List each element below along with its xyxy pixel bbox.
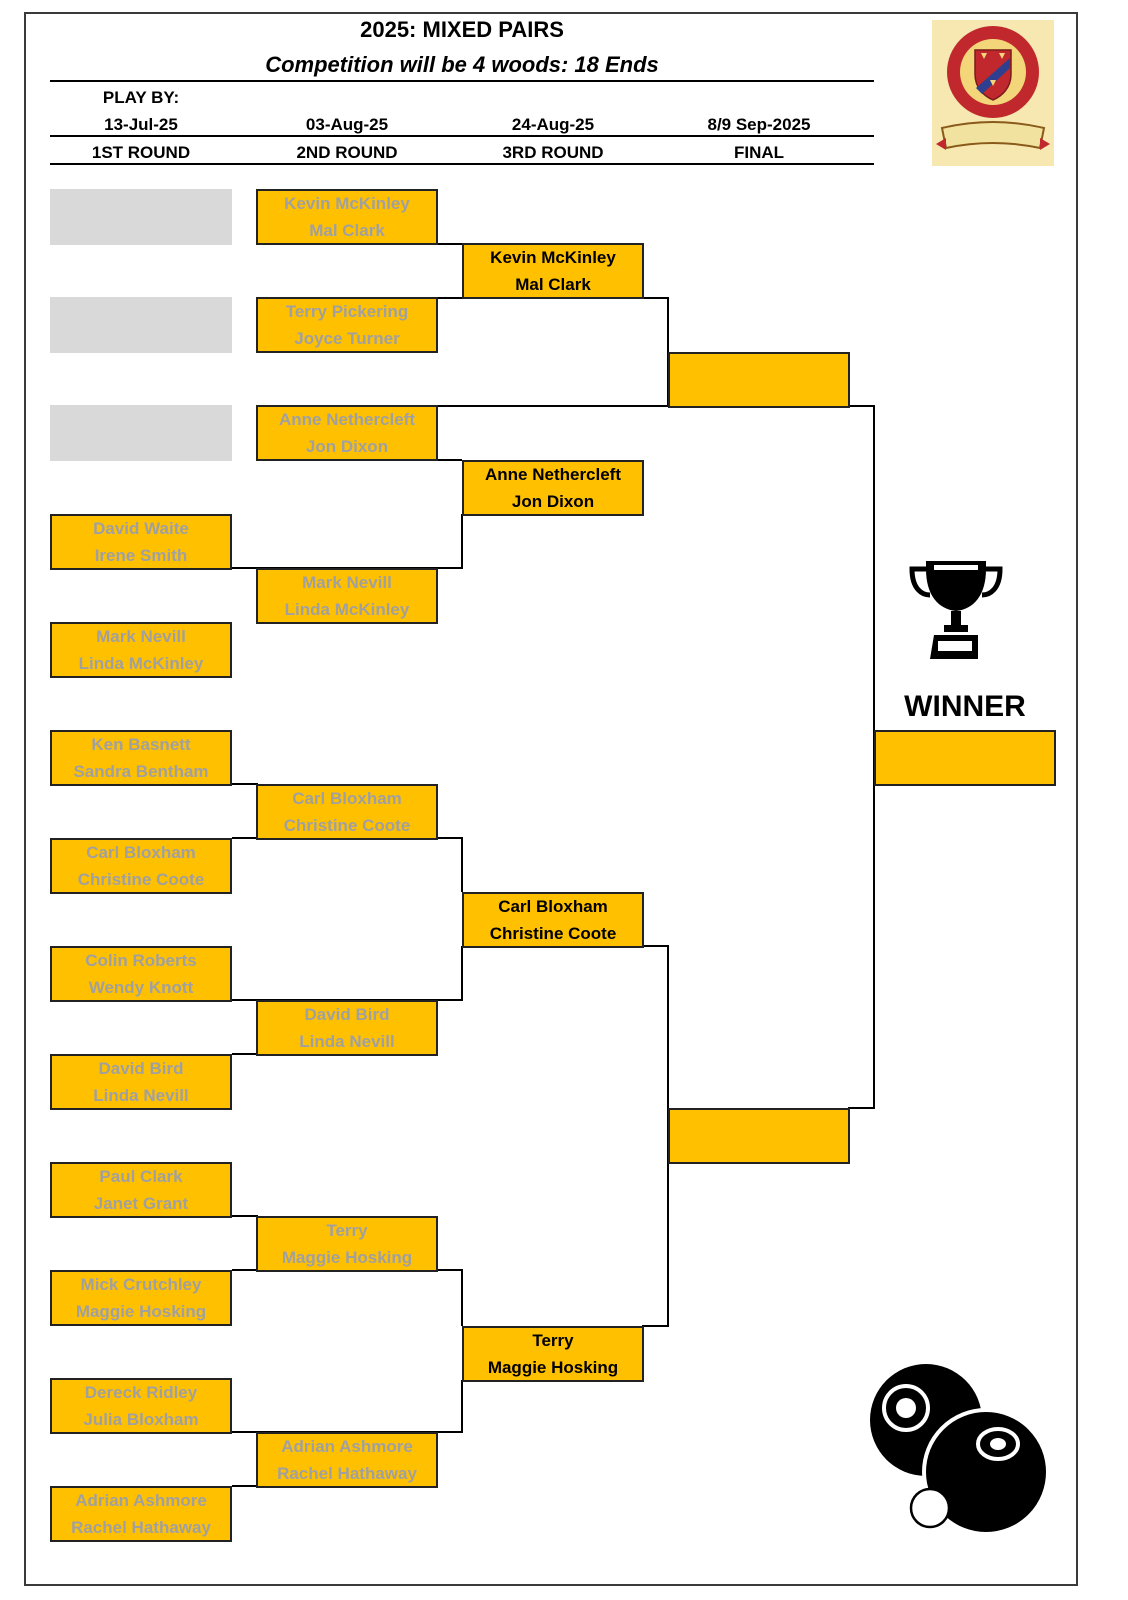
final-match-box — [668, 352, 850, 408]
player-name: Maggie Hosking — [75, 1302, 207, 1321]
player-name: Ken Basnett — [91, 735, 191, 754]
player-name: Maggie Hosking — [281, 1248, 413, 1267]
final-date: 8/9 Sep-2025 — [707, 115, 811, 134]
player-name: Christine Coote — [77, 870, 205, 889]
player-name: Linda Nevill — [93, 1086, 189, 1105]
round1-date: 13-Jul-25 — [104, 115, 178, 134]
header-rule-mid — [50, 135, 874, 137]
player-name: Anne Nethercleft — [278, 410, 416, 429]
round1-slot-bye — [50, 405, 232, 461]
page-subtitle: Competition will be 4 woods: 18 Ends — [265, 52, 659, 77]
player-name: Terry Pickering — [285, 302, 409, 321]
player-name: Terry — [532, 1331, 574, 1350]
player-name: Linda Nevill — [299, 1032, 395, 1051]
player-name: Julia Bloxham — [83, 1410, 199, 1429]
player-name: Terry — [326, 1221, 368, 1240]
round3-name: 3RD ROUND — [502, 143, 604, 162]
trophy-icon — [909, 561, 1003, 659]
player-name: Kevin McKinley — [284, 194, 410, 213]
header-rule-bottom — [50, 163, 874, 165]
connector — [232, 837, 463, 892]
player-name: Carl Bloxham — [292, 789, 402, 808]
player-name: Mark Nevill — [96, 627, 186, 646]
player-name: Christine Coote — [283, 816, 411, 835]
round3-date: 24-Aug-25 — [511, 115, 595, 134]
connector — [232, 514, 463, 569]
player-name: Mal Clark — [515, 275, 591, 294]
round2-date: 03-Aug-25 — [305, 115, 389, 134]
connector — [232, 1380, 463, 1433]
player-name: Anne Nethercleft — [484, 465, 622, 484]
connector — [232, 1269, 463, 1326]
final-match-box — [668, 1108, 850, 1164]
player-name: Mark Nevill — [302, 573, 392, 592]
connector — [642, 945, 669, 1327]
player-name: Irene Smith — [94, 546, 188, 565]
connector — [848, 405, 875, 1109]
player-name: Linda McKinley — [78, 654, 204, 673]
player-name: David Bird — [98, 1059, 184, 1078]
round2-name: 2ND ROUND — [296, 143, 398, 162]
player-name: Mick Crutchley — [80, 1275, 202, 1294]
player-name: Carl Bloxham — [86, 843, 196, 862]
winner-label: WINNER — [904, 690, 1026, 723]
player-name: Janet Grant — [93, 1194, 189, 1213]
player-name: Dereck Ridley — [84, 1383, 198, 1402]
player-name: Christine Coote — [489, 924, 617, 943]
page-title: 2025: MIXED PAIRS — [360, 17, 564, 42]
player-name: Mal Clark — [309, 221, 385, 240]
connector — [436, 297, 669, 406]
winner-box — [874, 730, 1056, 786]
player-name: David Waite — [93, 519, 189, 538]
play-by-label: PLAY BY: — [102, 88, 180, 107]
player-name: Jon Dixon — [305, 437, 389, 456]
player-name: Linda McKinley — [284, 600, 410, 619]
round1-slot-bye — [50, 189, 232, 245]
player-name: Colin Roberts — [85, 951, 197, 970]
connector — [232, 946, 463, 1001]
page-frame — [24, 12, 1078, 1586]
player-name: Jon Dixon — [511, 492, 595, 511]
player-name: Paul Clark — [99, 1167, 183, 1186]
player-name: David Bird — [304, 1005, 390, 1024]
player-name: Joyce Turner — [294, 329, 400, 348]
player-name: Kevin McKinley — [490, 248, 616, 267]
club-logo — [932, 20, 1054, 166]
player-name: Maggie Hosking — [487, 1358, 619, 1377]
player-name: Adrian Ashmore — [281, 1437, 413, 1456]
final-name: FINAL — [733, 143, 785, 162]
header-rule-top — [50, 80, 874, 82]
player-name: Sandra Bentham — [73, 762, 209, 781]
round1-name: 1ST ROUND — [91, 143, 191, 162]
round1-slot-bye — [50, 297, 232, 353]
player-name: Carl Bloxham — [498, 897, 608, 916]
player-name: Wendy Knott — [88, 978, 194, 997]
bowls-icon — [870, 1364, 1050, 1536]
player-name: Rachel Hathaway — [71, 1518, 211, 1537]
player-name: Adrian Ashmore — [75, 1491, 207, 1510]
player-name: Rachel Hathaway — [277, 1464, 417, 1483]
